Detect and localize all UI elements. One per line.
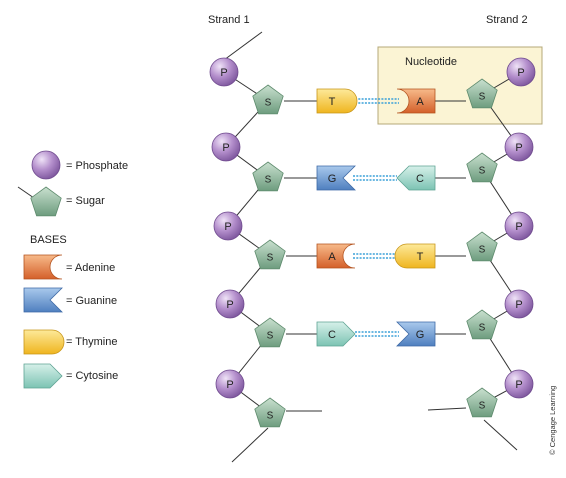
base-cytosine-strand2-row2: C: [396, 165, 436, 191]
phosphate-strand2-5: P: [504, 369, 534, 399]
base-letter-thymine: T: [417, 251, 424, 263]
hydrogen-bond-4: [355, 331, 399, 337]
legend-phosphate-icon: [31, 150, 61, 180]
legend-sugar-label: = Sugar: [66, 195, 105, 207]
hydrogen-bond-3: [353, 253, 397, 259]
base-adenine-strand1-row3: A: [316, 243, 356, 269]
sugar-strand1-4: S: [254, 317, 286, 348]
sugar-symbol: S: [479, 401, 486, 412]
phosphate-strand1-3: P: [213, 211, 243, 241]
sugar-symbol: S: [267, 411, 274, 422]
legend-adenine-label: = Adenine: [66, 262, 116, 274]
base-letter-cytosine: C: [416, 173, 424, 185]
phosphate-symbol: P: [517, 67, 524, 79]
base-letter-guanine: G: [328, 173, 337, 185]
base-letter-thymine: T: [329, 96, 336, 108]
phosphate-symbol: P: [515, 142, 522, 154]
sugar-strand2-1: S: [466, 78, 498, 109]
legend-phosphate-label: = Phosphate: [66, 160, 129, 172]
phosphate-strand1-4: P: [215, 289, 245, 319]
sugar-symbol: S: [265, 175, 272, 186]
phosphate-symbol: P: [515, 221, 522, 233]
legend-guanine-icon: [23, 287, 63, 313]
base-cytosine-strand1-row4: C: [316, 321, 356, 347]
phosphate-symbol: P: [224, 221, 231, 233]
sugar-symbol: S: [479, 323, 486, 334]
sugar-strand1-5: S: [254, 397, 286, 428]
legend-thymine-icon: [23, 329, 65, 355]
sugar-strand2-3: S: [466, 231, 498, 262]
legend-guanine-label: = Guanine: [66, 295, 118, 307]
sugar-strand1-1: S: [252, 84, 284, 115]
base-letter-adenine: A: [328, 251, 336, 263]
strand-2-label: Strand 2: [486, 14, 528, 26]
sugar-symbol: S: [479, 245, 486, 256]
sugar-strand2-5: S: [466, 387, 498, 418]
base-letter-cytosine: C: [328, 329, 336, 341]
legend-adenine-icon: [23, 254, 63, 280]
base-thymine-strand1-row1: T: [316, 88, 358, 114]
phosphate-strand1-5: P: [215, 369, 245, 399]
base-adenine-strand2-row1: A: [396, 88, 436, 114]
sugar-strand2-2: S: [466, 152, 498, 183]
phosphate-strand2-3: P: [504, 211, 534, 241]
legend-sugar-icon: [30, 186, 62, 217]
phosphate-symbol: P: [222, 142, 229, 154]
sugar-strand1-2: S: [252, 161, 284, 192]
phosphate-symbol: P: [220, 67, 227, 79]
phosphate-symbol: P: [226, 299, 233, 311]
sugar-symbol: S: [267, 253, 274, 264]
phosphate-symbol: P: [515, 379, 522, 391]
sugar-symbol: S: [479, 166, 486, 177]
base-guanine-strand1-row2: G: [316, 165, 356, 191]
sugar-strand1-3: S: [254, 239, 286, 270]
base-guanine-strand2-row4: G: [396, 321, 436, 347]
hydrogen-bond-1: [355, 98, 399, 104]
hydrogen-bond-2: [353, 175, 397, 181]
phosphate-strand2-2: P: [504, 132, 534, 162]
phosphate-strand2-4: P: [504, 289, 534, 319]
phosphate-strand1-1: P: [209, 57, 239, 87]
sugar-strand2-4: S: [466, 309, 498, 340]
base-letter-guanine: G: [416, 329, 425, 341]
strand-1-label: Strand 1: [208, 14, 250, 26]
nucleotide-label: Nucleotide: [405, 56, 457, 68]
legend-cytosine-label: = Cytosine: [66, 370, 119, 382]
phosphate-strand2-1: P: [506, 57, 536, 87]
legend-bases-heading: BASES: [30, 234, 67, 246]
phosphate-symbol: P: [226, 379, 233, 391]
legend-thymine-label: = Thymine: [66, 336, 118, 348]
phosphate-strand1-2: P: [211, 132, 241, 162]
sugar-symbol: S: [265, 98, 272, 109]
base-thymine-strand2-row3: T: [394, 243, 436, 269]
hydrogen-bonds: [353, 98, 399, 337]
copyright-credit: © Cengage Learning: [548, 385, 557, 455]
legend-cytosine-icon: [23, 363, 63, 389]
sugar-symbol: S: [479, 92, 486, 103]
sugar-symbol: S: [267, 331, 274, 342]
phosphate-symbol: P: [515, 299, 522, 311]
base-letter-adenine: A: [416, 96, 424, 108]
